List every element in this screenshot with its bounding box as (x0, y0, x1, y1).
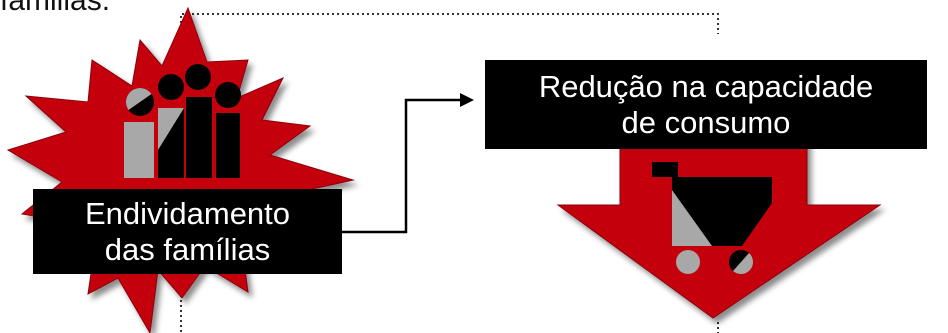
family-member-body (186, 97, 212, 178)
shopping-cart-icon (652, 162, 772, 275)
consumption-label-box: Redução na capacidade de consumo (485, 60, 927, 149)
consumption-label-line1: Redução na capacidade (538, 68, 874, 104)
family-member-head (185, 64, 211, 90)
family-icon (124, 64, 241, 178)
consumption-label-line2: de consumo (621, 104, 791, 140)
cart-wheel (676, 250, 700, 274)
debt-label-box: Endividamento das famílias (33, 189, 342, 274)
debt-label-line2: das famílias (104, 231, 271, 267)
solid-arrow-connector (342, 93, 474, 234)
family-member-body (216, 113, 240, 178)
partial-heading-text: familias. (0, 0, 111, 17)
family-member-head (215, 82, 241, 108)
debt-label-line1: Endividamento (84, 195, 291, 231)
family-member-body (124, 122, 154, 178)
family-member-head (158, 74, 184, 100)
